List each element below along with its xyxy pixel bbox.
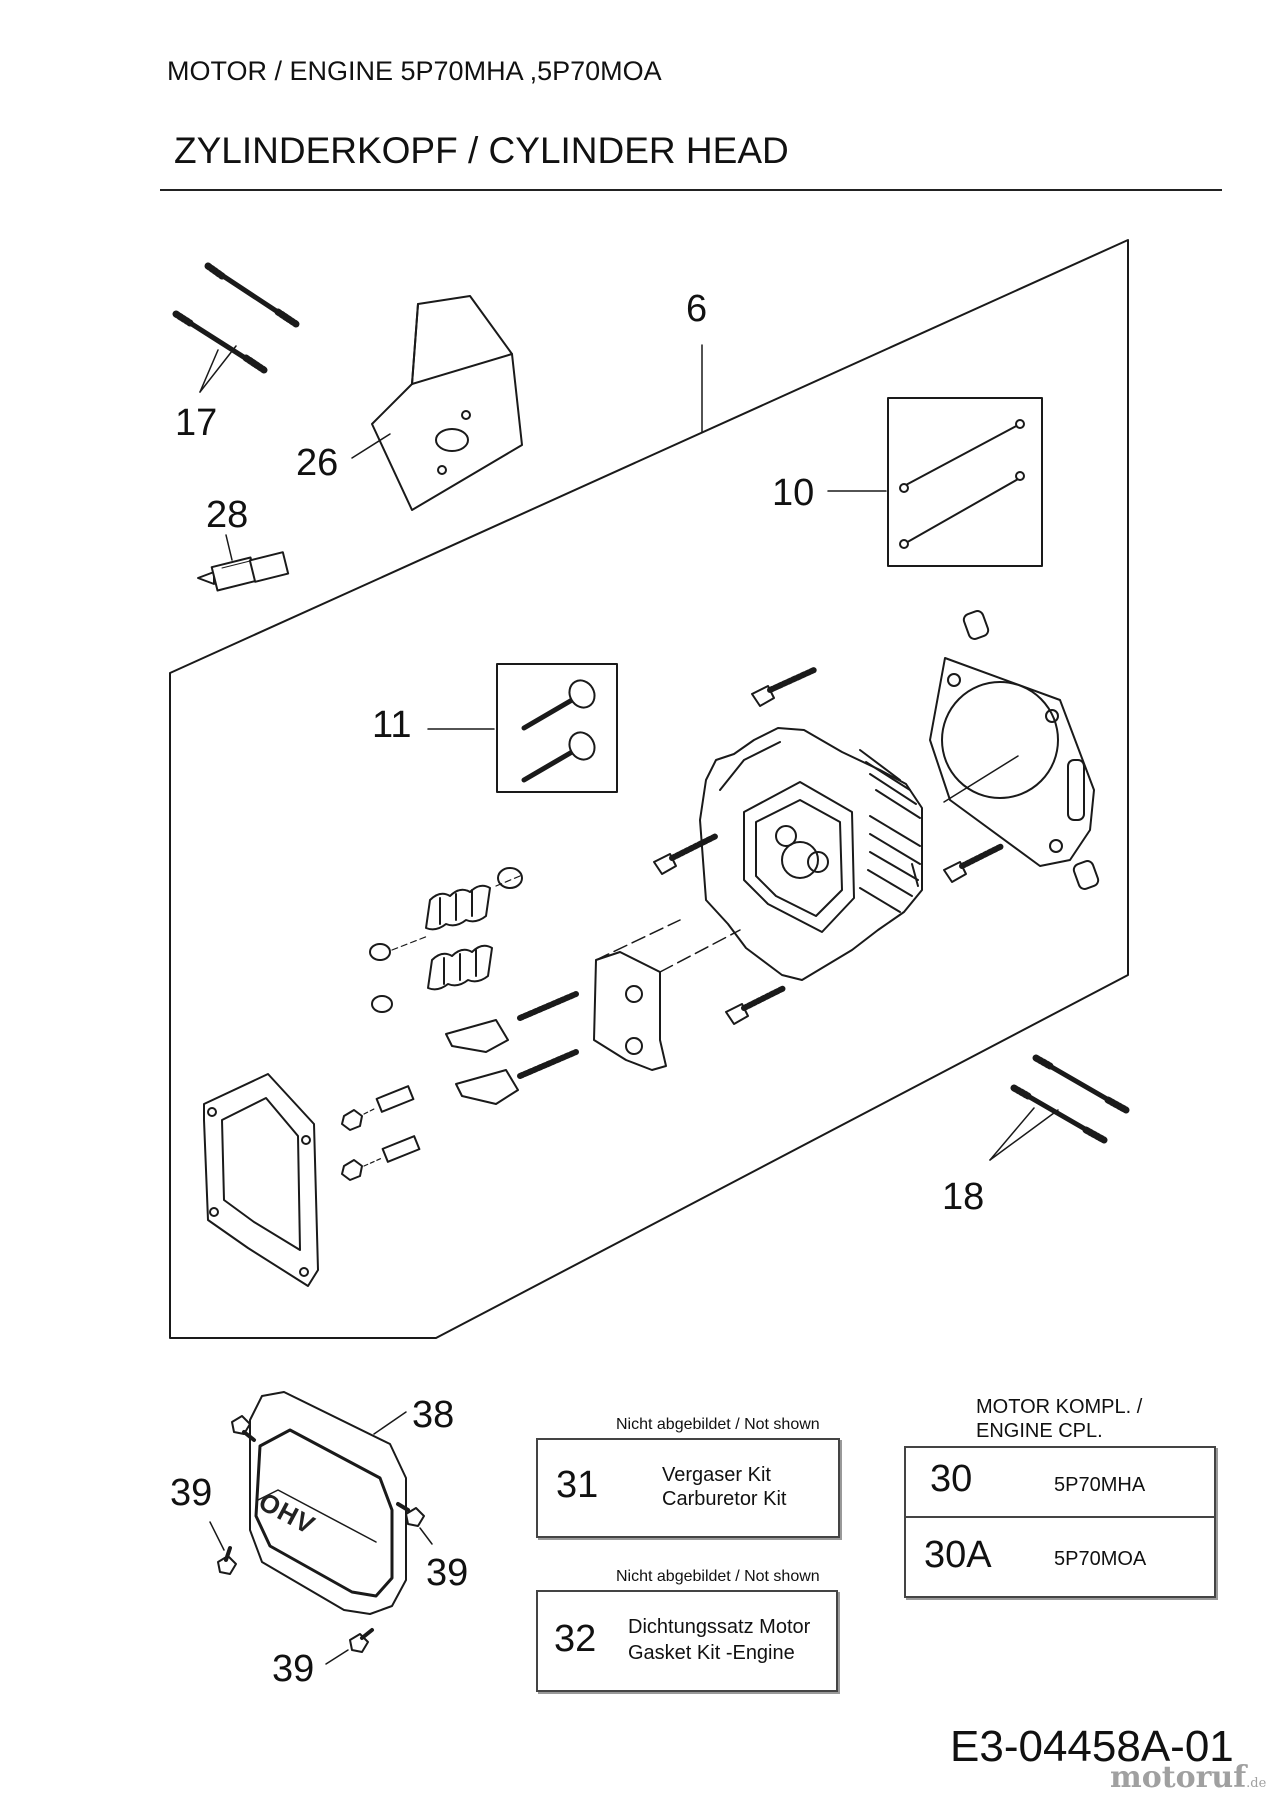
stud-bolts-18 — [989, 1054, 1130, 1161]
part-number-32: 32 — [554, 1618, 597, 1660]
engine-row-30a: 30A 5P70MOA — [906, 1518, 1214, 1596]
leader-39b — [419, 1527, 433, 1545]
leader-39a — [209, 1521, 225, 1551]
engine-model-30: 5P70MHA — [1054, 1474, 1146, 1496]
heat-shield-26 — [351, 295, 523, 511]
not-shown-note-31: Nicht abgebildet / Not shown — [616, 1416, 820, 1433]
engine-number-30a: 30A — [924, 1534, 992, 1576]
valve-springs — [369, 867, 523, 1013]
spark-plug-28 — [197, 534, 290, 592]
page-title: ZYLINDERKOPF / CYLINDER HEAD — [174, 130, 789, 171]
leader-28 — [225, 534, 233, 561]
motoruf-logo: motoruf.de — [1110, 1760, 1267, 1795]
valves-11 — [427, 663, 618, 793]
part-desc-31-en: Carburetor Kit — [662, 1488, 787, 1510]
leader-18b — [989, 1109, 1059, 1161]
assembly-group-outline — [169, 239, 1129, 1339]
leader-26 — [351, 433, 391, 459]
part-desc-32-de: Dichtungssatz Motor — [628, 1616, 811, 1638]
leader-17a — [199, 349, 219, 393]
engine-row-30: 30 5P70MHA — [906, 1448, 1214, 1518]
callout-38: 38 — [412, 1394, 455, 1436]
engine-complete-table: 30 5P70MHA 30A 5P70MOA — [904, 1446, 1216, 1598]
not-shown-box-31: 31 Vergaser Kit Carburetor Kit — [536, 1438, 840, 1538]
leader-39c — [325, 1649, 349, 1665]
cover-bolts-39 — [209, 1415, 433, 1665]
callout-26: 26 — [296, 442, 339, 484]
engine-number-30: 30 — [930, 1458, 973, 1500]
part-desc-31-de: Vergaser Kit — [662, 1464, 771, 1486]
callout-11: 11 — [372, 704, 412, 746]
part-number-31: 31 — [556, 1464, 599, 1506]
callout-28: 28 — [206, 494, 249, 536]
engine-model-30a: 5P70MOA — [1054, 1548, 1147, 1570]
callout-6: 6 — [686, 288, 708, 330]
rocker-guide-plate — [593, 919, 741, 1071]
head-bolts — [653, 667, 1005, 1025]
callout-39-left: 39 — [170, 1472, 213, 1514]
head-gasket — [929, 657, 1095, 867]
leader-17b — [199, 345, 237, 393]
engine-complete-heading-1: MOTOR KOMPL. / — [976, 1396, 1143, 1418]
leader-38 — [373, 1411, 407, 1435]
rocker-arms — [445, 1019, 519, 1105]
callout-17: 17 — [175, 402, 218, 444]
rocker-studs — [517, 991, 579, 1079]
not-shown-box-32: 32 Dichtungssatz Motor Gasket Kit -Engin… — [536, 1590, 838, 1692]
push-rods-10 — [827, 397, 1043, 567]
cylinder-head-body — [699, 727, 923, 981]
callout-39-right: 39 — [426, 1552, 469, 1594]
part-desc-32-en: Gasket Kit -Engine — [628, 1642, 795, 1664]
stud-bolts-17 — [172, 262, 300, 393]
leader-gasket — [943, 755, 1019, 803]
valve-cover-38 — [249, 1391, 407, 1615]
callout-18: 18 — [942, 1176, 985, 1218]
dowel-pins — [962, 610, 1100, 890]
engine-model-line: MOTOR / ENGINE 5P70MHA ,5P70MOA — [167, 56, 662, 86]
callout-39-bottom: 39 — [272, 1648, 315, 1690]
engine-complete-heading-2: ENGINE CPL. — [976, 1420, 1103, 1442]
leader-18a — [989, 1107, 1035, 1161]
header-divider — [160, 189, 1222, 191]
drawing-number: E3-04458A-01 — [950, 1722, 1234, 1771]
pivot-bolts-nuts — [341, 1085, 421, 1181]
not-shown-note-32: Nicht abgebildet / Not shown — [616, 1568, 820, 1585]
callout-10: 10 — [772, 472, 815, 514]
rocker-cover-gasket — [203, 1073, 319, 1287]
